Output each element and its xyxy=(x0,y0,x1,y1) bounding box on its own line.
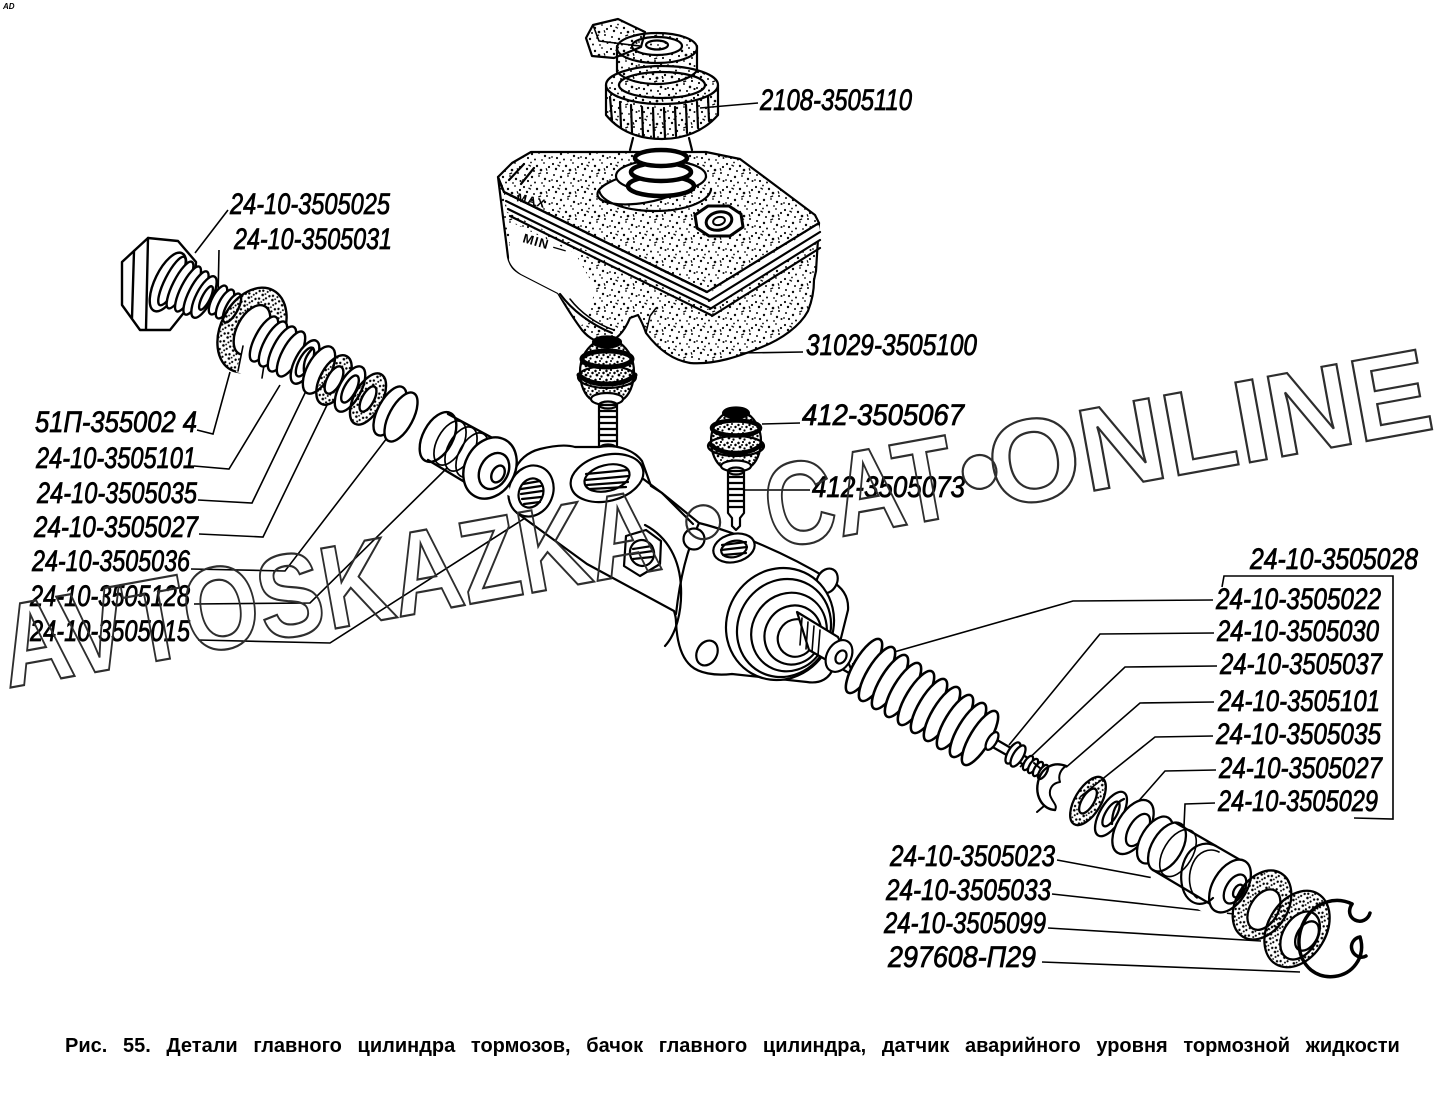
svg-text:24-10-3505029: 24-10-3505029 xyxy=(1217,785,1378,818)
svg-text:24-10-3505101: 24-10-3505101 xyxy=(35,442,196,475)
svg-text:24-10-3505027: 24-10-3505027 xyxy=(1218,752,1383,785)
svg-text:MAX: MAX xyxy=(515,190,547,211)
svg-text:24-10-3505031: 24-10-3505031 xyxy=(233,223,392,256)
svg-text:24-10-3505101: 24-10-3505101 xyxy=(1217,685,1380,718)
svg-text:24-10-3505033: 24-10-3505033 xyxy=(885,874,1051,907)
svg-text:24-10-3505035: 24-10-3505035 xyxy=(36,477,197,510)
svg-text:Рис. 55. Детали главного цилин: Рис. 55. Детали главного цилиндра тормоз… xyxy=(65,1035,1400,1057)
svg-text:ONLINE: ONLINE xyxy=(977,324,1441,534)
svg-text:2108-3505110: 2108-3505110 xyxy=(759,84,912,117)
svg-text:AD: AD xyxy=(2,2,15,11)
svg-text:24-10-3505015: 24-10-3505015 xyxy=(29,615,190,648)
svg-text:24-10-3505023: 24-10-3505023 xyxy=(889,840,1055,873)
svg-text:24-10-3505030: 24-10-3505030 xyxy=(1216,615,1379,648)
svg-text:31029-3505100: 31029-3505100 xyxy=(806,329,977,362)
svg-text:24-10-3505128: 24-10-3505128 xyxy=(29,580,190,613)
svg-text:51П-355002 4: 51П-355002 4 xyxy=(35,406,197,439)
svg-text:24-10-3505037: 24-10-3505037 xyxy=(1219,648,1383,681)
svg-text:412-3505073: 412-3505073 xyxy=(812,471,965,504)
svg-text:24-10-3505099: 24-10-3505099 xyxy=(883,907,1046,940)
svg-text:24-10-3505028: 24-10-3505028 xyxy=(1249,543,1418,576)
svg-text:24-10-3505025: 24-10-3505025 xyxy=(229,188,390,221)
svg-text:CAT: CAT xyxy=(754,411,966,575)
svg-text:297608-П29: 297608-П29 xyxy=(887,941,1036,974)
svg-text:24-10-3505027: 24-10-3505027 xyxy=(33,511,199,544)
svg-text:24-10-3505035: 24-10-3505035 xyxy=(1215,718,1381,751)
svg-text:24-10-3505022: 24-10-3505022 xyxy=(1215,583,1381,616)
svg-text:24-10-3505036: 24-10-3505036 xyxy=(31,545,190,578)
svg-text:412-3505067: 412-3505067 xyxy=(802,399,965,432)
